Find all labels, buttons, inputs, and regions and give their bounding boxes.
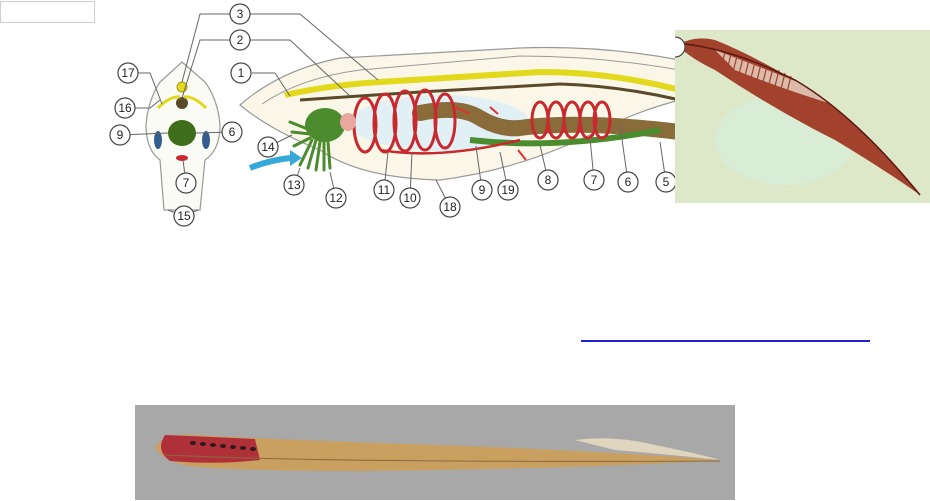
callout-15: 15	[173, 205, 195, 227]
callout-6: 6	[617, 171, 639, 193]
callout-9-cross: 9	[109, 124, 131, 146]
callout-13: 13	[283, 174, 305, 196]
text-input-box[interactable]	[0, 1, 95, 23]
hyperlink-underline[interactable]	[581, 340, 870, 342]
callout-8: 8	[537, 169, 559, 191]
callout-9: 9	[471, 179, 493, 201]
svg-text:5: 5	[663, 175, 670, 189]
callout-12: 12	[325, 187, 347, 209]
svg-text:7: 7	[183, 176, 190, 190]
callout-2: 2	[229, 29, 251, 51]
svg-text:6: 6	[625, 175, 632, 189]
svg-text:1: 1	[238, 66, 245, 80]
callout-17: 17	[117, 62, 139, 84]
callout-18: 18	[439, 196, 461, 218]
callout-labels: 3 2 17 1 16 9 6 14 7 13 12 11 10 18 9 19…	[109, 3, 677, 227]
svg-text:18: 18	[443, 200, 457, 214]
svg-text:8: 8	[545, 173, 552, 187]
svg-text:3: 3	[237, 7, 244, 21]
callout-10: 10	[399, 187, 421, 209]
callout-1: 1	[230, 62, 252, 84]
svg-text:19: 19	[501, 183, 515, 197]
svg-text:2: 2	[237, 33, 244, 47]
callout-11: 11	[373, 179, 395, 201]
svg-text:6: 6	[229, 125, 236, 139]
svg-text:12: 12	[329, 191, 343, 205]
lancelet-photo	[675, 30, 930, 203]
longitudinal-body	[239, 46, 688, 181]
svg-text:13: 13	[287, 178, 301, 192]
callout-6-cross: 6	[221, 121, 243, 143]
callout-7: 7	[583, 169, 605, 191]
callout-14: 14	[257, 136, 279, 158]
svg-text:15: 15	[177, 209, 191, 223]
svg-text:14: 14	[261, 140, 275, 154]
callout-19: 19	[497, 179, 519, 201]
callout-5: 5	[655, 171, 677, 193]
svg-text:10: 10	[403, 191, 417, 205]
svg-text:9: 9	[479, 183, 486, 197]
callout-3: 3	[229, 3, 251, 25]
svg-text:11: 11	[378, 183, 391, 197]
svg-text:16: 16	[118, 101, 132, 115]
callout-7-cross: 7	[175, 172, 197, 194]
svg-text:9: 9	[117, 128, 124, 142]
callout-16: 16	[114, 97, 136, 119]
svg-text:7: 7	[591, 173, 598, 187]
svg-text:17: 17	[121, 66, 135, 80]
lamprey-photo	[135, 405, 735, 500]
